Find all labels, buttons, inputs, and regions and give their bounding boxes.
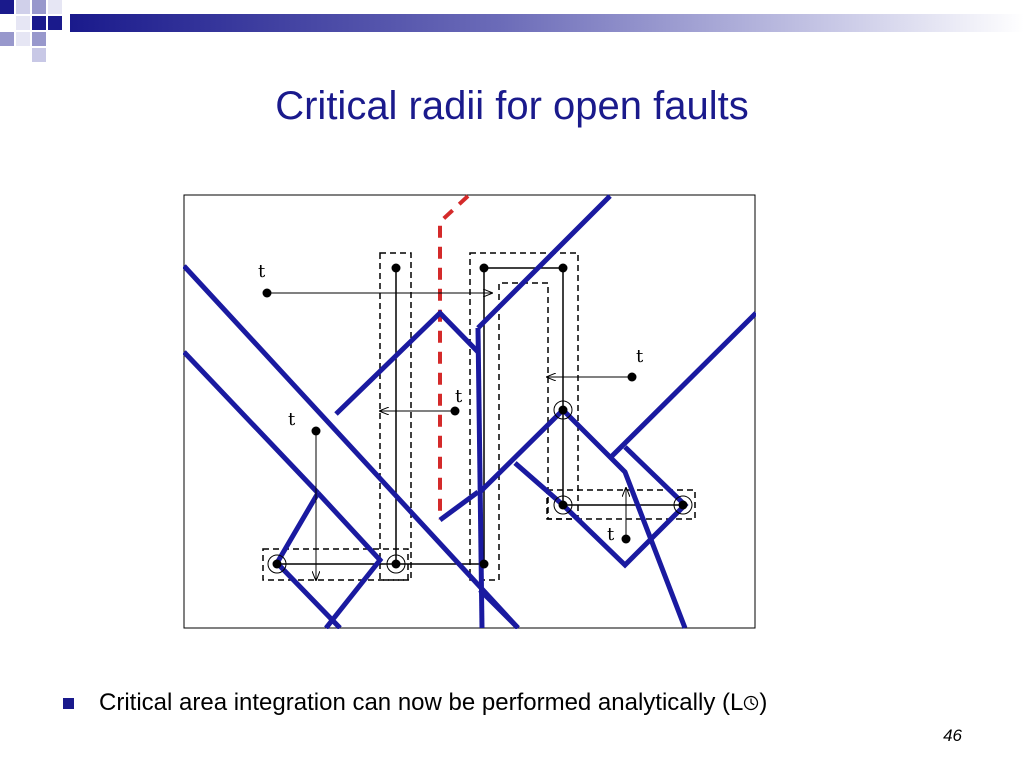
radius-label: t: [455, 386, 463, 407]
radius-label: t: [607, 524, 615, 545]
header-gradient-bar: [70, 14, 1024, 32]
bullet-text-content: Critical area integration can now be per…: [99, 689, 744, 716]
slide-title: Critical radii for open faults: [275, 84, 749, 128]
radius-label: t: [636, 346, 644, 367]
square-bullet-icon: [63, 698, 74, 709]
contact-circles: [267, 400, 693, 574]
clock-icon: [744, 695, 759, 711]
nodes: [262, 263, 688, 569]
corner-decoration: [0, 0, 62, 62]
bullet-text: Critical area integration can now be per…: [99, 689, 768, 716]
radius-label: t: [258, 261, 266, 282]
bullet-item: Critical area integration can now be per…: [63, 689, 963, 719]
thin-wires: [277, 267, 683, 565]
page-number: 46: [943, 726, 962, 745]
radius-arrows: [267, 293, 632, 580]
open-fault-diagram: t t t t t: [183, 194, 756, 629]
radius-label: t: [288, 409, 296, 430]
open-fault-path: [438, 194, 470, 520]
critical-boundaries: [183, 194, 756, 629]
